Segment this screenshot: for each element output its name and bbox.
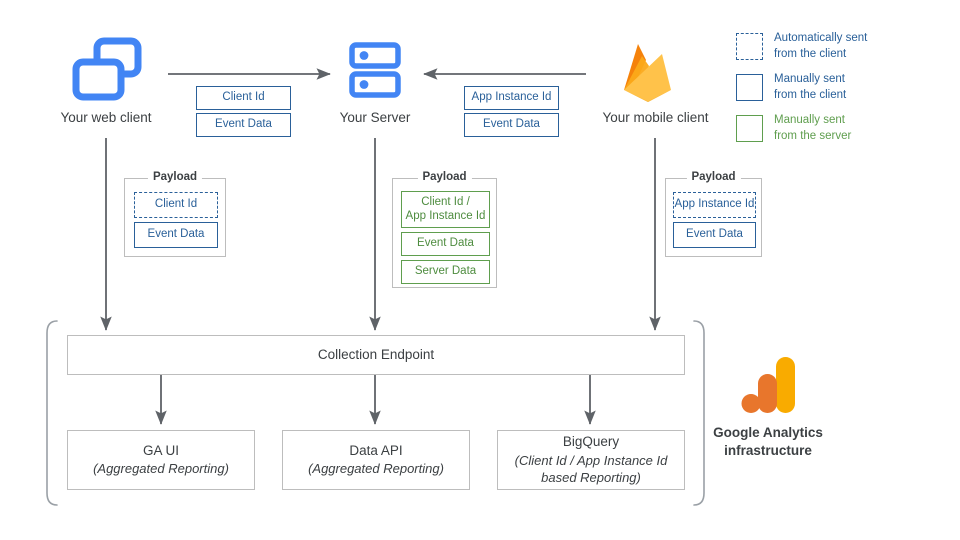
firebase-icon (624, 44, 671, 102)
google-analytics-caption: Google Analytics infrastructure (688, 424, 848, 460)
data-api-title: Data API (349, 443, 403, 459)
transfer-chip-client-id: Client Id (196, 86, 291, 110)
bigquery-title: BigQuery (562, 434, 620, 450)
bigquery-subtitle-line2: based Reporting) (541, 470, 641, 486)
transfer-chip-app-instance-id: App Instance Id (464, 86, 559, 110)
ga-caption-line2: infrastructure (724, 443, 812, 459)
legend-swatch-solid-green (736, 115, 763, 142)
legend-manual-server-line2: from the server (774, 129, 852, 142)
legend-manual-client-line2: from the client (774, 88, 847, 101)
mobile-client-label: Your mobile client (602, 110, 709, 125)
legend-label-auto-client: Automatically sent from the client (774, 31, 867, 62)
legend-manual-client-line1: Manually sent (774, 73, 845, 85)
legend-auto-client-line1: Automatically sent (774, 32, 868, 44)
transfer-chip-event-data-mobile: Event Data (464, 113, 559, 137)
ga-ui-subtitle: (Aggregated Reporting) (93, 461, 229, 477)
ga-ui-title: GA UI (142, 443, 179, 459)
data-api-box: Data API (Aggregated Reporting) (282, 430, 470, 490)
mobile-payload-box: Payload App Instance Id Event Data (665, 171, 762, 257)
ga-ui-box: GA UI (Aggregated Reporting) (67, 430, 255, 490)
web-client-label: Your web client (60, 110, 152, 125)
data-api-subtitle: (Aggregated Reporting) (308, 461, 444, 477)
legend-item-manual-client: Manually sent from the client (736, 72, 946, 104)
mobile-payload-item-event-data: Event Data (673, 222, 756, 248)
bigquery-box: BigQuery (Client Id / App Instance Id ba… (497, 430, 685, 490)
legend-manual-server-line1: Manually sent (774, 114, 845, 126)
web-payload-item-event-data: Event Data (134, 222, 218, 248)
server-payload-item-ids: Client Id / App Instance Id (401, 191, 490, 228)
server-payload-title: Payload (417, 171, 472, 183)
server-payload-item-server-data: Server Data (401, 260, 490, 284)
web-client-icon (72, 37, 142, 101)
bigquery-subtitle-line1: (Client Id / App Instance Id (514, 452, 668, 468)
server-label: Your Server (339, 110, 411, 125)
server-payload-box: Payload Client Id / App Instance Id Even… (392, 171, 497, 288)
infrastructure-bracket-right (693, 320, 705, 506)
legend-auto-client-line2: from the client (774, 47, 847, 60)
server-payload-ids-line1: Client Id / (421, 196, 470, 209)
mobile-payload-item-app-instance-id: App Instance Id (673, 192, 756, 218)
legend-label-manual-server: Manually sent from the server (774, 113, 851, 144)
collection-endpoint-box: Collection Endpoint (67, 335, 685, 375)
infrastructure-bracket-left (46, 320, 58, 506)
server-icon (349, 42, 401, 98)
mobile-payload-title: Payload (686, 171, 741, 183)
legend-swatch-solid-blue (736, 74, 763, 101)
google-analytics-logo-icon (741, 357, 795, 413)
server-payload-ids-line2: App Instance Id (405, 209, 486, 222)
legend-swatch-dashed (736, 33, 763, 60)
web-payload-box: Payload Client Id Event Data (124, 171, 226, 257)
collection-endpoint-label: Collection Endpoint (317, 346, 435, 362)
legend-item-auto-client: Automatically sent from the client (736, 31, 946, 63)
legend-item-manual-server: Manually sent from the server (736, 113, 946, 145)
web-payload-item-client-id: Client Id (134, 192, 218, 218)
ga-caption-line1: Google Analytics (713, 425, 823, 440)
web-payload-title: Payload (147, 171, 203, 183)
transfer-chip-event-data: Event Data (196, 113, 291, 137)
legend-label-manual-client: Manually sent from the client (774, 72, 846, 103)
server-payload-item-event-data: Event Data (401, 232, 490, 256)
